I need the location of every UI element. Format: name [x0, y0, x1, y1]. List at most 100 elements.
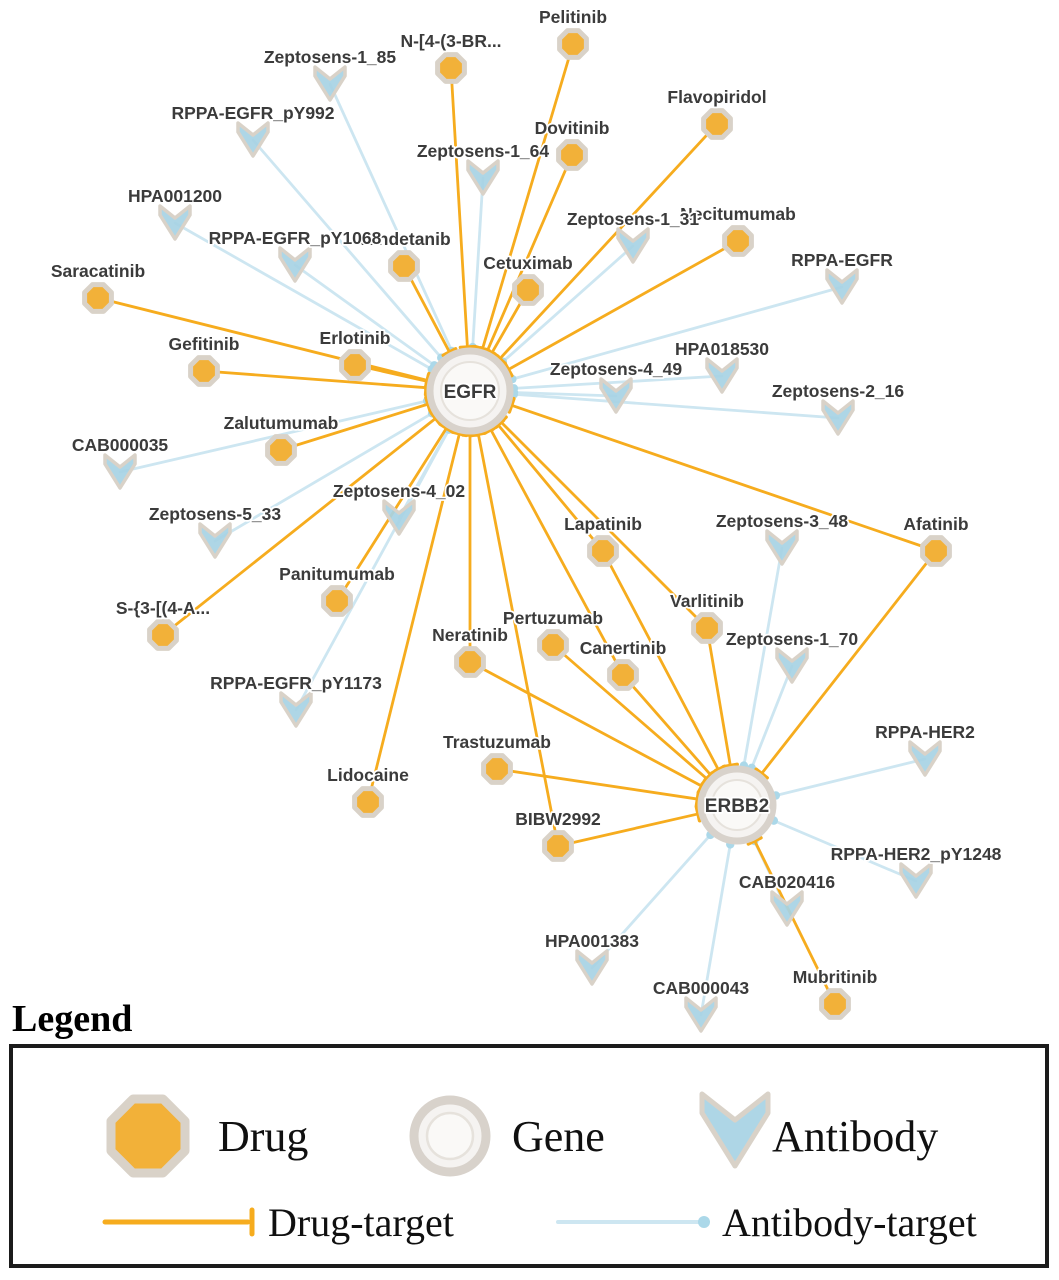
- legend: Legend Drug Gene Antibody Drug-target An…: [9, 998, 1049, 1268]
- drug-node-saracatinib: [82, 282, 114, 314]
- antibody-node-z5_33: [198, 522, 232, 559]
- drug-node-gefitinib: [188, 355, 220, 387]
- drug-target-edge-tick: [721, 762, 739, 769]
- node-label-z2_16: Zeptosens-2_16: [772, 381, 905, 401]
- node-layer: [82, 28, 952, 1033]
- antibody-target-edge: [699, 843, 732, 1017]
- drug-target-edge: [96, 296, 429, 382]
- antibody-node-cab000043: [684, 996, 718, 1033]
- gene-legend-icon-inner: [425, 1111, 475, 1161]
- antibody-target-edge: [173, 221, 434, 371]
- drug-target-edge: [161, 416, 437, 637]
- antibody-target-edge: [213, 411, 434, 543]
- drug-target-edge: [486, 153, 574, 353]
- drug-target-edge-tick: [438, 422, 455, 434]
- drug-node-s3_4a: [147, 619, 179, 651]
- drug-node-lidocaine: [352, 786, 384, 818]
- node-label-egfr: EGFR: [444, 382, 497, 403]
- node-label-s3_4a: S-{3-[(4-A...: [116, 598, 210, 618]
- drug-target-edge-tick: [694, 790, 701, 808]
- antibody-node-z1_64: [466, 159, 500, 196]
- node-label-trastuzumab: Trastuzumab: [443, 732, 551, 752]
- node-label-hpa018530: HPA018530: [675, 339, 769, 359]
- node-label-pertuzumab: Pertuzumab: [503, 608, 603, 628]
- antibody-node-py1173: [279, 691, 313, 728]
- antibody-target-edge: [750, 664, 794, 770]
- node-label-saracatinib: Saracatinib: [51, 261, 145, 281]
- antibody-legend-label: Antibody: [772, 1112, 938, 1161]
- antibody-target-edge: [774, 757, 927, 797]
- antibody-target-edge: [294, 428, 451, 712]
- antibody-target-edge: [510, 285, 844, 381]
- drug-target-legend-label: Drug-target: [268, 1200, 454, 1245]
- drug-target-edge-tick: [746, 836, 763, 846]
- drug-node-canertinib: [607, 659, 639, 691]
- node-label-canertinib: Canertinib: [580, 638, 667, 658]
- node-label-z4_49: Zeptosens-4_49: [550, 359, 683, 379]
- drug-node-bibw2992: [542, 830, 574, 862]
- drug-target-edge-tick: [694, 805, 702, 823]
- node-label-rppa_her2: RPPA-HER2: [875, 722, 975, 742]
- gene-node-egfr-inner: [440, 361, 500, 421]
- node-label-erbb2: ERBB2: [705, 796, 769, 817]
- antibody-node-hpa001200: [158, 204, 192, 241]
- drug-node-panitumumab: [321, 585, 353, 617]
- drug-node-vandetanib: [388, 250, 420, 282]
- antibody-target-edge: [512, 374, 724, 390]
- gene-node-erbb2-inner: [711, 779, 763, 831]
- drug-target-edge: [551, 643, 709, 781]
- node-label-vandetanib: Vandetanib: [357, 229, 450, 249]
- drug-target-edge: [468, 660, 704, 788]
- node-label-py1068: RPPA-EGFR_pY1068: [209, 228, 382, 248]
- antibody-node-z3_48: [765, 529, 799, 566]
- antibody-node-py1248: [899, 862, 933, 899]
- node-label-py1248: RPPA-HER2_pY1248: [831, 844, 1002, 864]
- drug-target-edge: [753, 839, 837, 1006]
- drug-target-edge-tick: [423, 372, 431, 390]
- antibody-target-edge: [772, 819, 918, 883]
- node-label-cetuximab: Cetuximab: [483, 253, 572, 273]
- antibody-node-cab000035: [103, 453, 137, 490]
- drug-target-edge: [499, 420, 709, 630]
- antibody-node-hpa018530: [705, 357, 739, 394]
- drug-node-lapatinib: [587, 535, 619, 567]
- node-label-z4_02: Zeptosens-4_02: [333, 481, 466, 501]
- node-label-panitumumab: Panitumumab: [279, 564, 395, 584]
- node-label-n4_3br: N-[4-(3-BR...: [400, 31, 501, 51]
- antibody-node-py992: [236, 121, 270, 158]
- drug-target-edge-tick: [424, 395, 432, 413]
- node-label-cab000035: CAB000035: [72, 435, 169, 455]
- antibody-target-edge: [501, 244, 635, 364]
- antibody-target-edge: [742, 546, 784, 767]
- drug-target-edge-tick: [469, 431, 487, 438]
- node-label-rppa_egfr: RPPA-EGFR: [791, 250, 893, 270]
- drug-node-cetuximab: [512, 274, 544, 306]
- antibody-target-edge: [512, 392, 840, 420]
- drug-edge-layer: [96, 42, 938, 1006]
- drug-target-edge: [495, 767, 699, 801]
- drug-node-varlitinib: [691, 612, 723, 644]
- node-label-z1_64: Zeptosens-1_64: [417, 141, 550, 161]
- node-label-necitumumab: Necitumumab: [680, 204, 796, 224]
- drug-node-mubritinib: [819, 988, 851, 1020]
- antibody-node-z1_70: [775, 647, 809, 684]
- drug-node-zalutumumab: [265, 434, 297, 466]
- drug-legend-icon: [106, 1094, 190, 1178]
- antibody-node-z2_16: [821, 399, 855, 436]
- gene-legend-label: Gene: [512, 1112, 605, 1161]
- node-label-z1_70: Zeptosens-1_70: [726, 629, 859, 649]
- node-label-varlitinib: Varlitinib: [670, 591, 744, 611]
- antibody-target-edge: [328, 82, 454, 353]
- drug-node-dovitinib: [556, 139, 588, 171]
- node-label-z1_85: Zeptosens-1_85: [264, 47, 397, 67]
- drug-target-edge: [621, 673, 713, 777]
- antibody-node-cab020416: [770, 890, 804, 927]
- node-label-py1173: RPPA-EGFR_pY1173: [210, 673, 382, 693]
- drug-target-edge-tick: [754, 767, 769, 780]
- antibody-target-legend-dot: [698, 1216, 710, 1228]
- antibody-node-z1_31: [616, 227, 650, 264]
- antibody-node-py1068: [278, 246, 312, 283]
- antibody-target-edge: [471, 176, 485, 349]
- drug-target-edge: [601, 549, 720, 772]
- drug-target-edge: [510, 403, 938, 553]
